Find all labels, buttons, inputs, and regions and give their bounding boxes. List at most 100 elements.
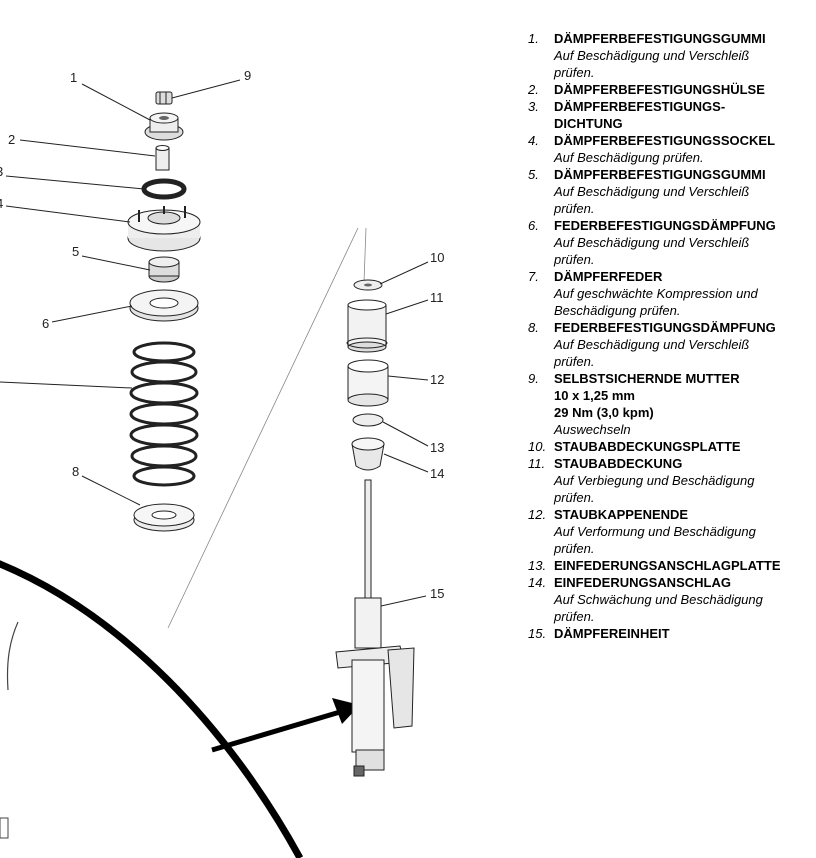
legend-item: 8. FEDERBEFESTIGUNGSDÄMPFUNG Auf Beschädig… — [528, 319, 816, 370]
legend-item: 15. DÄMPFEREINHEIT — [528, 625, 816, 642]
legend-item: 10. STAUBABDECKUNGSPLATTE — [528, 438, 816, 455]
legend-item-title: DÄMPFERBEFESTIGUNGS- — [554, 99, 726, 114]
legend-item-line: prüfen. — [554, 252, 595, 267]
part-14-bump-stop — [351, 437, 385, 471]
legend-item-body: STAUBABDECKUNGSPLATTE — [554, 438, 816, 455]
callout-13: 13 — [430, 440, 444, 455]
legend-item-title: DÄMPFEREINHEIT — [554, 626, 670, 641]
legend-item: 2. DÄMPFERBEFESTIGUNGSHÜLSE — [528, 81, 816, 98]
legend-item-line: prüfen. — [554, 541, 595, 556]
callout-5: 5 — [72, 244, 79, 259]
callout-14: 14 — [430, 466, 444, 481]
legend-item: 1. DÄMPFERBEFESTIGUNGSGUMMI Auf Beschädigu… — [528, 30, 816, 81]
legend-item-title: DÄMPFERFEDER — [554, 269, 663, 284]
callout-6: 6 — [42, 316, 49, 331]
callout-2: 2 — [8, 132, 15, 147]
legend-item-line: Auf Verformung und Beschädigung — [554, 524, 756, 539]
legend-item-body: DÄMPFERBEFESTIGUNGSHÜLSE — [554, 81, 816, 98]
legend-item-number: 12. — [528, 507, 547, 522]
legend-item-body: DÄMPFERBEFESTIGUNGSSOCKEL Auf Beschädigun… — [554, 132, 816, 166]
legend-item-body: DÄMPFERFEDER Auf geschwächte Kompression … — [554, 268, 816, 319]
legend-item-number: 5. — [528, 167, 539, 182]
legend-item: 3. DÄMPFERBEFESTIGUNGS- DICHTUNG — [528, 98, 816, 132]
parts-legend: 1. DÄMPFERBEFESTIGUNGSGUMMI Auf Beschädigu… — [528, 30, 816, 642]
legend-item-number: 8. — [528, 320, 539, 335]
part-12-dust-cap-end — [347, 359, 389, 407]
part-3-mount-seal — [141, 178, 187, 200]
legend-item-title: DÄMPFERBEFESTIGUNGSGUMMI — [554, 31, 766, 46]
part-4-mount-base — [127, 206, 201, 252]
part-6-spring-mount-cushion — [129, 289, 199, 322]
callout-11: 11 — [430, 290, 444, 305]
legend-item-line: Auf geschwächte Kompression und — [554, 286, 758, 301]
part-2-mount-sleeve — [155, 145, 170, 171]
legend-item-body: STAUBABDECKUNG Auf Verbiegung und Beschäd… — [554, 455, 816, 506]
legend-item-line: Auf Beschädigung und Verschleiß — [554, 184, 750, 199]
callout-4: 4 — [0, 196, 3, 211]
part-11-dust-cover — [346, 299, 388, 353]
callout-3: 3 — [0, 164, 3, 179]
legend-item-line: prüfen. — [554, 609, 595, 624]
legend-item-title: DÄMPFERBEFESTIGUNGSSOCKEL — [554, 133, 776, 148]
legend-item-body: STAUBKAPPENENDE Auf Verformung und Beschä… — [554, 506, 816, 557]
legend-item-body: DÄMPFEREINHEIT — [554, 625, 816, 642]
legend-item-number: 15. — [528, 626, 547, 641]
legend-item-body: DÄMPFERBEFESTIGUNGSGUMMI Auf Beschädigung… — [554, 30, 816, 81]
legend-item-line: Auf Beschädigung und Verschleiß — [554, 235, 750, 250]
legend-item-body: FEDERBEFESTIGUNGSDÄMPFUNG Auf Beschädigun… — [554, 319, 816, 370]
legend-item-line: prüfen. — [554, 65, 595, 80]
guide-line-2 — [363, 227, 367, 283]
legend-item-line: Auswechseln — [554, 422, 631, 437]
callout-8: 8 — [72, 464, 79, 479]
legend-item-number: 6. — [528, 218, 539, 233]
legend-item-line: Auf Verbiegung und Beschädigung — [554, 473, 755, 488]
vehicle-body-arc — [0, 560, 304, 858]
part-9-self-locking-nut — [155, 91, 173, 105]
legend-item-line: Auf Beschädigung prüfen. — [554, 150, 704, 165]
callout-9: 9 — [244, 68, 251, 83]
legend-item-line: Auf Beschädigung und Verschleiß — [554, 337, 750, 352]
legend-item-number: 2. — [528, 82, 539, 97]
part-10-dust-cover-plate — [353, 279, 383, 291]
vehicle-body-bracket — [0, 817, 9, 839]
legend-item-line: prüfen. — [554, 490, 595, 505]
legend-item: 13. EINFEDERUNGSANSCHLAGPLATTE — [528, 557, 816, 574]
legend-item: 12. STAUBKAPPENENDE Auf Verformung und Bes… — [528, 506, 816, 557]
legend-item-body: EINFEDERUNGSANSCHLAGPLATTE — [554, 557, 816, 574]
legend-item-title: FEDERBEFESTIGUNGSDÄMPFUNG — [554, 320, 776, 335]
legend-item-line: DICHTUNG — [554, 116, 623, 131]
legend-item-number: 1. — [528, 31, 539, 46]
legend-item-number: 10. — [528, 439, 547, 454]
legend-item-title: EINFEDERUNGSANSCHLAG — [554, 575, 731, 590]
legend-item: 4. DÄMPFERBEFESTIGUNGSSOCKEL Auf Beschädig… — [528, 132, 816, 166]
legend-item-number: 14. — [528, 575, 547, 590]
legend-item-number: 13. — [528, 558, 547, 573]
part-7-coil-spring — [129, 341, 199, 487]
legend-item-title: STAUBABDECKUNG — [554, 456, 683, 471]
legend-item-title: DÄMPFERBEFESTIGUNGSHÜLSE — [554, 82, 765, 97]
part-5-mount-rubber — [148, 256, 180, 283]
legend-item-title: STAUBABDECKUNGSPLATTE — [554, 439, 741, 454]
legend-item-number: 9. — [528, 371, 539, 386]
vehicle-body-detail — [6, 621, 19, 691]
callout-1: 1 — [70, 70, 77, 85]
legend-item-number: 3. — [528, 99, 539, 114]
part-13-bump-stop-plate — [352, 413, 384, 427]
guide-line-1 — [167, 227, 359, 629]
legend-item-title: DÄMPFERBEFESTIGUNGSGUMMI — [554, 167, 766, 182]
legend-item-title: SELBSTSICHERNDE MUTTER — [554, 371, 740, 386]
legend-item-line: Beschädigung prüfen. — [554, 303, 681, 318]
callout-12: 12 — [430, 372, 444, 387]
legend-item-line: Auf Beschädigung und Verschleiß — [554, 48, 750, 63]
part-1-mount-rubber — [144, 112, 184, 141]
legend-item-number: 4. — [528, 133, 539, 148]
legend-item-title: STAUBKAPPENENDE — [554, 507, 689, 522]
